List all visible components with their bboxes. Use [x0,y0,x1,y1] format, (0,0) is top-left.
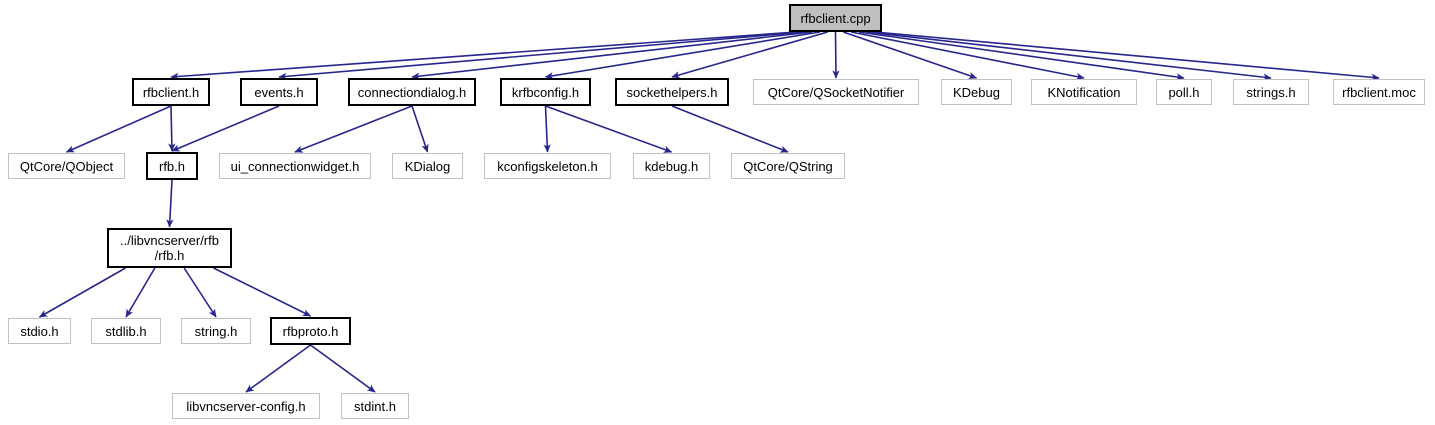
graph-node-label: strings.h [1246,84,1296,100]
graph-node-label: KNotification [1047,84,1121,100]
graph-edge-rfbclient-cpp-to-knotification [850,31,1085,81]
graph-edge-rfbclient-h-to-qobject [65,105,172,153]
graph-node-label: rfbproto.h [282,323,339,339]
graph-node-rfbclient-h[interactable]: rfbclient.h [132,78,210,106]
graph-edge-libvnc-rfb-h-to-string-h [183,267,217,318]
graph-edge-sockethelpers-h-to-qstring [671,105,789,153]
graph-node-rfbclient-cpp[interactable]: rfbclient.cpp [789,4,882,32]
graph-node-ui-connectionwidget-h[interactable]: ui_connectionwidget.h [219,153,371,179]
graph-node-libvnc-rfb-h[interactable]: ../libvncserver/rfb /rfb.h [107,228,232,268]
graph-edge-rfbclient-cpp-to-kdebug-cls [843,31,978,79]
graph-node-qstring[interactable]: QtCore/QString [731,153,845,179]
graph-node-qobject[interactable]: QtCore/QObject [8,153,125,179]
graph-edge-rfbproto-h-to-libvncserver-config-h [245,344,311,393]
graph-node-label: ui_connectionwidget.h [230,158,360,174]
graph-edge-krfbconfig-h-to-kconfigskeleton-h [543,105,551,153]
graph-node-label: poll.h [1168,84,1200,100]
graph-node-label: rfbclient.cpp [800,10,871,26]
graph-node-events-h[interactable]: events.h [240,78,318,106]
graph-node-label: KDialog [404,158,451,174]
graph-node-rfbproto-h[interactable]: rfbproto.h [270,317,351,345]
graph-node-label: stdio.h [20,323,59,339]
graph-node-stdint-h[interactable]: stdint.h [341,393,409,419]
graph-edge-events-h-to-rfb-h [171,105,280,152]
graph-node-label: kdebug.h [644,158,699,174]
graph-node-kconfigskeleton-h[interactable]: kconfigskeleton.h [484,153,611,179]
graph-node-rfb-h[interactable]: rfb.h [146,152,198,180]
graph-edge-libvnc-rfb-h-to-stdio-h [38,267,126,318]
graph-node-label: kconfigskeleton.h [497,158,598,174]
graph-node-strings-h[interactable]: strings.h [1233,79,1309,105]
graph-edge-rfbclient-h-to-rfb-h [168,105,176,152]
graph-edge-rfbclient-cpp-to-events-h [278,31,805,80]
graph-edge-rfb-h-to-libvnc-rfb-h [166,179,174,228]
graph-node-label: rfbclient.moc [1342,84,1416,100]
graph-node-label: QtCore/QObject [19,158,114,174]
graph-node-stdio-h[interactable]: stdio.h [8,318,71,344]
graph-edge-libvnc-rfb-h-to-stdlib-h [125,267,156,318]
graph-node-knotification[interactable]: KNotification [1031,79,1137,105]
graph-node-poll-h[interactable]: poll.h [1156,79,1212,105]
graph-node-krfbconfig-h[interactable]: krfbconfig.h [500,78,591,106]
graph-edge-rfbclient-cpp-to-rfbclient-h [170,31,797,81]
graph-edge-rfbclient-cpp-to-strings-h [866,31,1272,81]
graph-node-libvncserver-config-h[interactable]: libvncserver-config.h [172,393,320,419]
graph-node-label: ../libvncserver/rfb /rfb.h [120,233,219,263]
graph-node-label: libvncserver-config.h [186,398,306,414]
graph-node-label: connectiondialog.h [357,84,467,100]
graph-edge-rfbproto-h-to-stdint-h [310,344,376,393]
graph-node-rfbclient-moc[interactable]: rfbclient.moc [1333,79,1425,105]
graph-node-kdebug-h[interactable]: kdebug.h [633,153,710,179]
graph-edge-rfbclient-cpp-to-sockethelpers-h [671,31,828,79]
graph-node-qsocketnotifier[interactable]: QtCore/QSocketNotifier [753,79,919,105]
graph-node-label: krfbconfig.h [511,84,580,100]
graph-edge-connectiondialog-h-to-ui-connectionwidget-h [294,105,413,153]
graph-node-label: events.h [254,84,304,100]
graph-edge-rfbclient-cpp-to-connectiondialog-h [411,31,813,80]
graph-node-label: QtCore/QString [743,158,833,174]
graph-edge-connectiondialog-h-to-kdialog [411,105,429,153]
graph-node-connectiondialog-h[interactable]: connectiondialog.h [348,78,476,106]
graph-node-kdebug-cls[interactable]: KDebug [941,79,1012,105]
graph-node-label: sockethelpers.h [626,84,718,100]
graph-edge-rfbclient-cpp-to-rfbclient-moc [874,31,1380,81]
graph-node-sockethelpers-h[interactable]: sockethelpers.h [615,78,729,106]
graph-edge-krfbconfig-h-to-kdebug-h [545,105,673,153]
graph-edge-rfbclient-cpp-to-krfbconfig-h [544,31,821,80]
graph-node-label: rfbclient.h [142,84,200,100]
graph-node-label: string.h [194,323,238,339]
graph-node-label: stdint.h [354,398,396,414]
graph-node-label: stdlib.h [105,323,147,339]
graph-node-stdlib-h[interactable]: stdlib.h [91,318,161,344]
graph-node-label: QtCore/QSocketNotifier [767,84,905,100]
graph-node-label: KDebug [953,84,1000,100]
graph-node-kdialog[interactable]: KDialog [392,153,463,179]
graph-edge-libvnc-rfb-h-to-rfbproto-h [213,267,312,317]
graph-node-label: rfb.h [158,158,185,174]
graph-edge-rfbclient-cpp-to-poll-h [858,31,1185,81]
graph-edge-rfbclient-cpp-to-qsocketnotifier [832,31,840,79]
graph-node-string-h[interactable]: string.h [181,318,251,344]
